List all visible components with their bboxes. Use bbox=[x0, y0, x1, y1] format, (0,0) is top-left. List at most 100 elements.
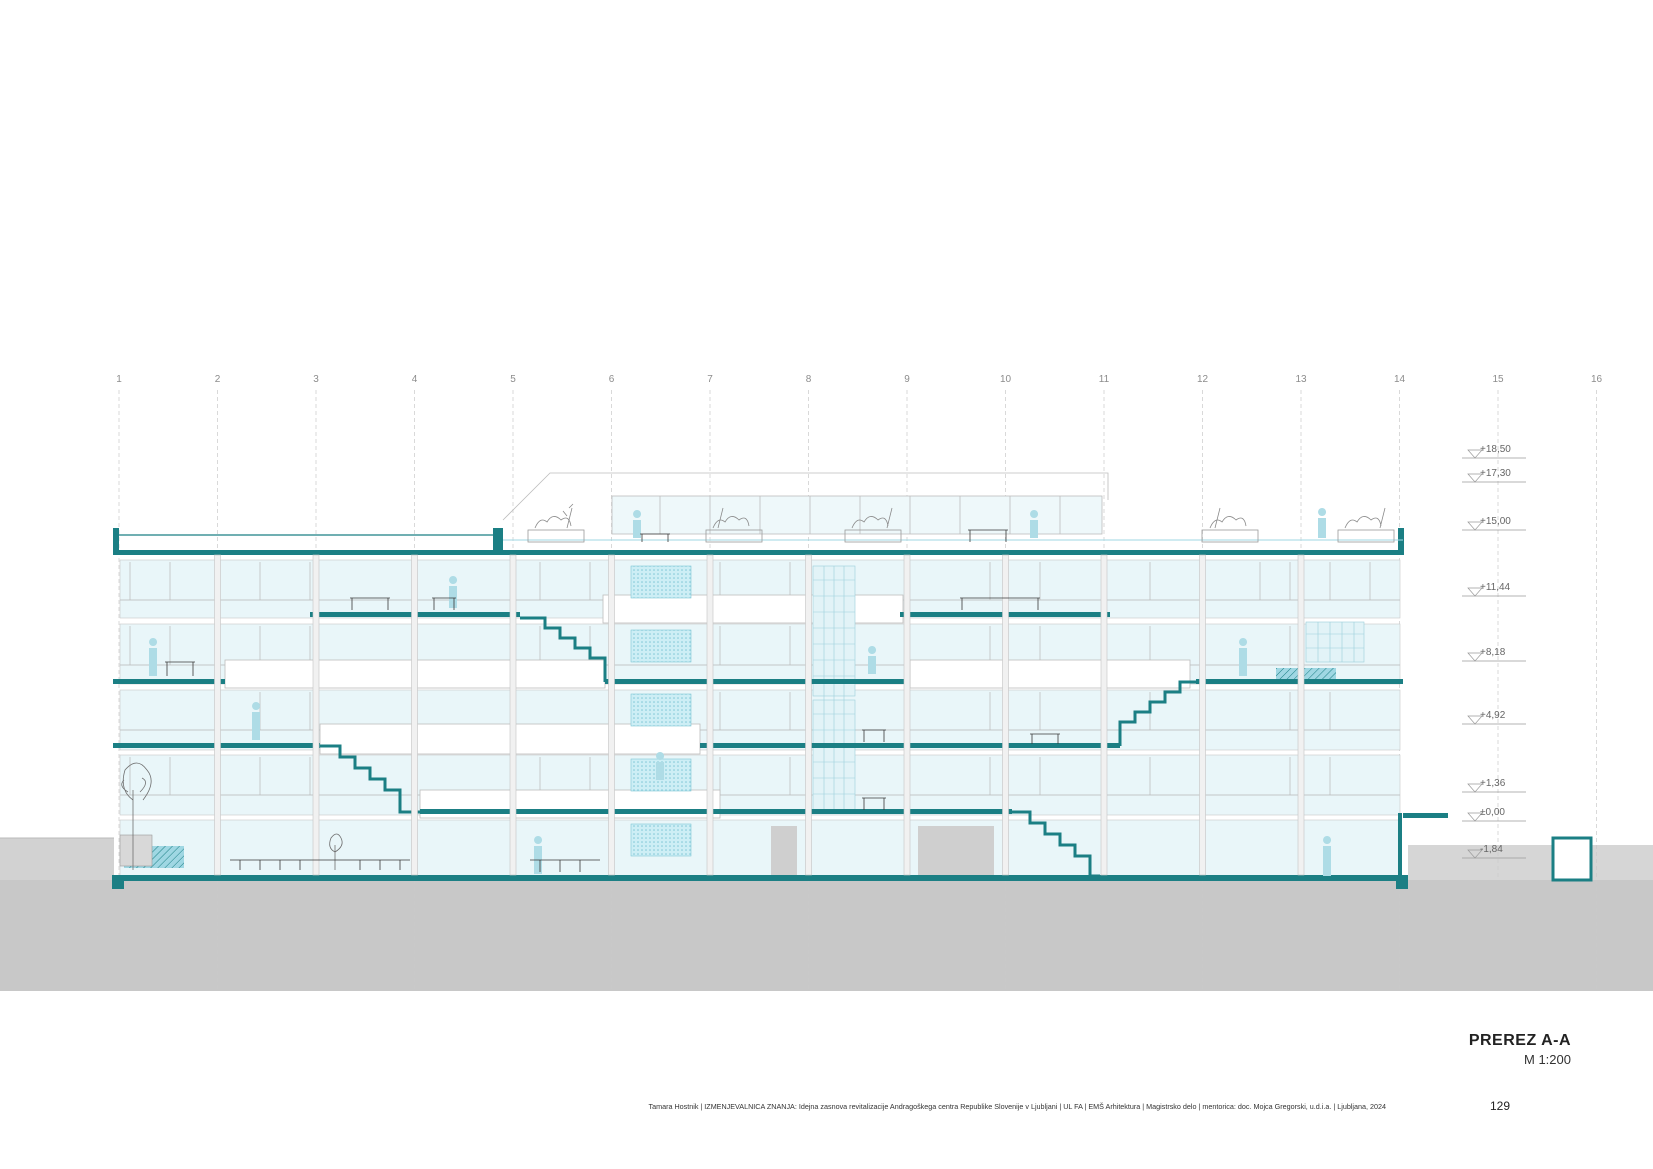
figure bbox=[449, 576, 458, 608]
stair-3 bbox=[320, 744, 420, 814]
footer: Tamara Hostnik | IZMENJEVALNICA ZNANJA: … bbox=[649, 1099, 1510, 1115]
column bbox=[312, 554, 320, 876]
slab-8-18-mid bbox=[605, 679, 910, 684]
building-section bbox=[112, 472, 1593, 889]
column bbox=[214, 554, 221, 876]
grid-axis-label: 4 bbox=[412, 374, 418, 385]
door-panel-1 bbox=[771, 826, 797, 878]
hatched-step-seating bbox=[1276, 668, 1336, 680]
page-number: 129 bbox=[1489, 1099, 1510, 1113]
table bbox=[862, 729, 886, 810]
table bbox=[960, 597, 1040, 610]
column bbox=[903, 554, 911, 876]
table bbox=[1030, 733, 1060, 744]
drawing-scale: M 1:200 bbox=[1524, 1052, 1571, 1067]
vegetation bbox=[121, 503, 1386, 870]
level-label: -1,84 bbox=[1480, 844, 1503, 855]
column bbox=[805, 554, 812, 876]
slab-base bbox=[113, 875, 1403, 881]
level-label: +18,50 bbox=[1480, 444, 1511, 455]
ground bbox=[0, 837, 1653, 991]
figure bbox=[1318, 508, 1327, 538]
perimeter-columns bbox=[112, 528, 1408, 889]
level-marker: +8,18 bbox=[1462, 647, 1526, 662]
level-marker: +11,44 bbox=[1462, 582, 1526, 597]
block-c bbox=[909, 659, 1191, 689]
column bbox=[509, 554, 517, 876]
roof-slab-right bbox=[488, 550, 1403, 555]
grid-axis-label: 11 bbox=[1099, 374, 1110, 385]
drawing-title: PREREZ A-A bbox=[1468, 1032, 1571, 1049]
right-parapet bbox=[1398, 528, 1404, 555]
grid-axis-label: 14 bbox=[1394, 374, 1406, 385]
base-footing-right bbox=[1396, 875, 1408, 889]
glazing-level-1 bbox=[119, 754, 1401, 816]
figure bbox=[149, 638, 158, 676]
small-tree bbox=[329, 833, 343, 870]
level-label: +11,44 bbox=[1480, 582, 1511, 593]
penthouse-slab bbox=[493, 528, 503, 550]
glazing-level-2 bbox=[119, 689, 1401, 751]
level-label: +8,18 bbox=[1480, 647, 1506, 658]
level-label: ±0,00 bbox=[1480, 807, 1505, 818]
grid-axis-label: 6 bbox=[609, 374, 615, 385]
stair-4 bbox=[1012, 810, 1100, 878]
level-label: +4,92 bbox=[1480, 710, 1506, 721]
ground-floor-elements bbox=[119, 826, 1593, 882]
figure bbox=[1030, 510, 1039, 538]
chairs-row bbox=[230, 859, 600, 872]
figure bbox=[1323, 836, 1332, 876]
glazing-ground bbox=[119, 819, 1401, 881]
right-outer-wall bbox=[1398, 813, 1402, 875]
glass-block-wall-3 bbox=[1305, 621, 1365, 663]
dotted-panel-3 bbox=[630, 693, 692, 727]
terrain-right bbox=[1408, 845, 1653, 880]
dotted-panel-5 bbox=[630, 823, 692, 857]
grid-axis-label: 16 bbox=[1591, 374, 1603, 385]
planter-roof-2 bbox=[705, 529, 763, 543]
column bbox=[1002, 554, 1009, 876]
figure bbox=[868, 646, 877, 674]
grid-axis-label: 13 bbox=[1295, 374, 1307, 385]
column bbox=[1297, 554, 1305, 876]
planter-roof-4 bbox=[1201, 529, 1259, 543]
column bbox=[608, 554, 615, 876]
grid-axis-label: 12 bbox=[1197, 374, 1209, 385]
level-label: +17,30 bbox=[1480, 468, 1511, 479]
penthouse bbox=[502, 472, 1395, 543]
terrain-left bbox=[0, 838, 114, 880]
penthouse-roof-outline bbox=[502, 472, 1109, 521]
figure bbox=[656, 752, 665, 780]
grid-axis-label: 15 bbox=[1492, 374, 1504, 385]
block-a bbox=[602, 594, 904, 624]
dotted-panel-1 bbox=[630, 565, 692, 599]
grid-axis-label: 9 bbox=[904, 374, 910, 385]
left-parapet bbox=[113, 528, 119, 555]
planter-roof-3 bbox=[844, 529, 902, 543]
level-label: +15,00 bbox=[1480, 516, 1511, 527]
interior-columns bbox=[214, 554, 1305, 876]
column bbox=[411, 554, 418, 876]
base-footing-left bbox=[112, 875, 124, 889]
human-figures bbox=[149, 508, 1332, 876]
level-marker: +1,36 bbox=[1462, 778, 1526, 793]
table bbox=[165, 661, 195, 676]
level-marker: -1,84 bbox=[1462, 844, 1526, 859]
level-markers: +18,50 +17,30 +15,00 +11,44 +8,18 +4,92 +1,36 ±… bbox=[1462, 444, 1526, 859]
stair-2 bbox=[1118, 680, 1196, 746]
column bbox=[706, 554, 714, 876]
penthouse-mullions bbox=[659, 496, 1061, 534]
level-label: +1,36 bbox=[1480, 778, 1506, 789]
slab-exterior bbox=[1403, 813, 1448, 818]
planter-box bbox=[119, 834, 153, 867]
furniture bbox=[165, 529, 1060, 872]
slab-8-18-left bbox=[113, 679, 225, 684]
grid-axis-label: 1 bbox=[116, 374, 122, 385]
figure bbox=[1239, 638, 1248, 676]
tree-left bbox=[121, 762, 152, 870]
table bbox=[350, 597, 456, 610]
level-marker: +18,50 bbox=[1462, 444, 1526, 459]
planter-roof-1 bbox=[527, 529, 585, 543]
grid-axis-label: 2 bbox=[215, 374, 221, 385]
